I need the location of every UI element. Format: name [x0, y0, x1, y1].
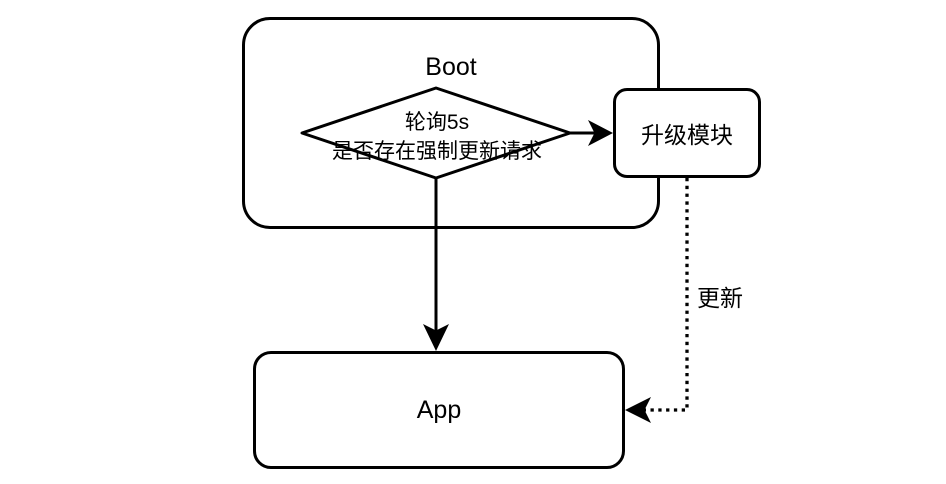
- arrowhead-left-icon: [625, 397, 651, 423]
- update-edge-label: 更新: [697, 285, 743, 311]
- edge-upgrade-to-app-dotted: [641, 178, 689, 412]
- boot-node-label: Boot: [425, 53, 477, 81]
- upgrade-module-label: 升级模块: [641, 122, 733, 148]
- upgrade-module-node: 升级模块: [613, 88, 761, 178]
- arrowhead-down-icon: [423, 324, 449, 351]
- decision-label-line1: 轮询5s: [404, 111, 470, 134]
- app-node: App: [253, 351, 625, 469]
- decision-node-label: 轮询5s 是否存在强制更新请求: [306, 108, 568, 166]
- arrowhead-right-icon: [588, 120, 613, 146]
- decision-label-line2: 是否存在强制更新请求: [332, 140, 542, 163]
- app-node-label: App: [416, 395, 462, 424]
